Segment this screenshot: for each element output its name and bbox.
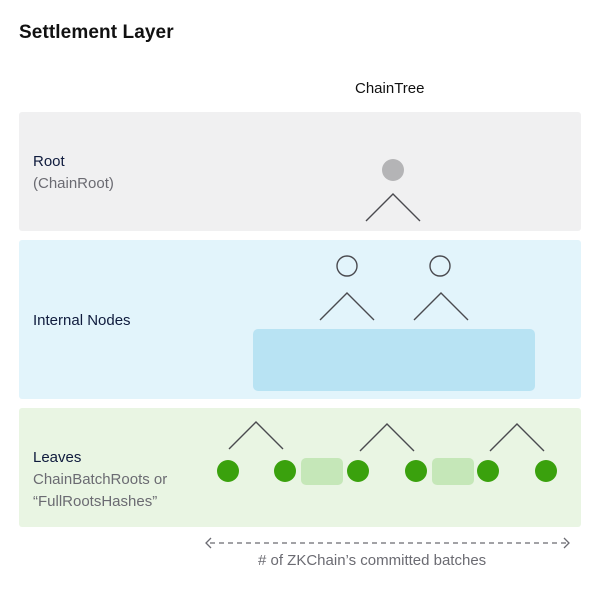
arrowhead-right-icon	[563, 537, 570, 549]
leaves-layer-label: Leaves ChainBatchRoots or “FullRootsHash…	[33, 447, 167, 513]
root-label: Root	[33, 153, 65, 170]
leaves-sublabel-line1: ChainBatchRoots or	[33, 471, 168, 488]
internal-layer-label: Internal Nodes	[33, 310, 131, 332]
leaves-label: Leaves	[33, 449, 82, 466]
tree-label: ChainTree	[355, 80, 425, 97]
root-layer-band	[19, 112, 581, 231]
root-sublabel: (ChainRoot)	[33, 175, 114, 192]
root-layer-label: Root (ChainRoot)	[33, 151, 114, 195]
diagram-title: Settlement Layer	[19, 22, 174, 43]
leaves-sublabel-line2: “FullRootsHashes”	[33, 493, 158, 510]
internal-label: Internal Nodes	[33, 312, 131, 329]
arrowhead-left-icon	[205, 537, 212, 549]
batch-range-caption: # of ZKChain’s committed batches	[258, 552, 487, 569]
